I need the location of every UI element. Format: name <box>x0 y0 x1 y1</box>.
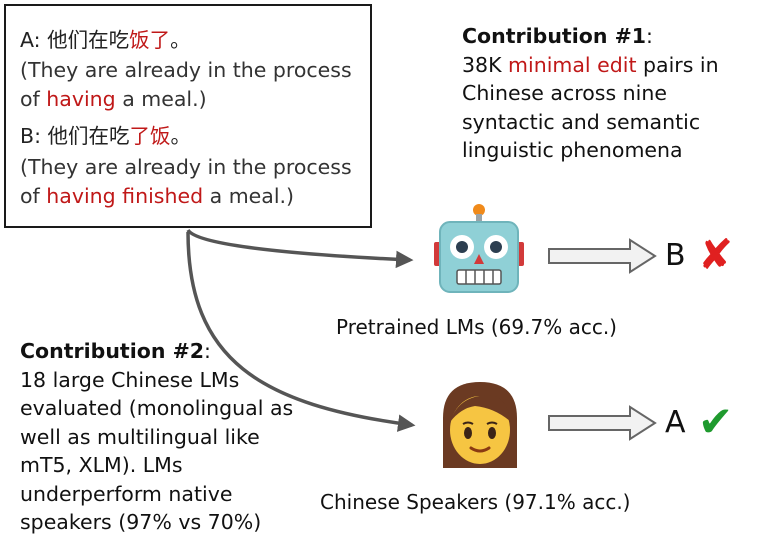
pretrained-caption: Pretrained LMs (69.7% acc.) <box>336 315 617 339</box>
arrow-to-speakers <box>186 231 416 432</box>
contribution-1-title: Contribution #1: <box>462 24 653 48</box>
contribution-2-line: speakers (97% vs 70%) <box>20 510 262 534</box>
woman-face-icon <box>443 382 517 468</box>
arrow-to-pretrained <box>186 228 414 269</box>
contribution-1-line1: 38K minimal edit pairs in <box>462 52 719 77</box>
robot-face-icon <box>434 204 524 293</box>
contribution-2-line: 18 large Chinese LMs <box>20 367 240 392</box>
contribution-2-title: Contribution #2: <box>20 339 211 363</box>
contribution-1: Contribution #1: 38K minimal edit pairs … <box>462 22 758 165</box>
contribution-2-line: well as multilingual like <box>20 424 260 449</box>
example-a-chinese: A: 他们在吃饭了。 <box>20 28 191 52</box>
speakers-answer: A <box>665 405 686 440</box>
contribution-2-line: mT5, XLM). LMs <box>20 453 183 477</box>
example-box: A: 他们在吃饭了。 (They are already in the proc… <box>4 4 372 228</box>
example-b-translation-line2: of having finished a meal.) <box>20 184 295 208</box>
output-arrow-pretrained <box>548 238 657 274</box>
example-a-translation-line1: (They are already in the process <box>20 58 352 82</box>
speakers-caption: Chinese Speakers (97.1% acc.) <box>320 490 631 514</box>
contribution-2: Contribution #2: 18 large Chinese LMs ev… <box>20 337 320 537</box>
contribution-1-line4: linguistic phenomena <box>462 138 683 162</box>
contribution-2-line: evaluated (monolingual as <box>20 396 294 420</box>
cross-icon: ✘ <box>698 230 734 279</box>
contribution-1-line2: Chinese across nine <box>462 81 667 105</box>
example-b-translation-line1: (They are already in the process <box>20 155 352 179</box>
example-a-translation-line2: of having a meal.) <box>20 87 207 111</box>
output-arrow-speakers <box>548 405 657 441</box>
example-b-chinese: B: 他们在吃了饭。 <box>20 124 191 148</box>
contribution-1-line3: syntactic and semantic <box>462 109 701 134</box>
contribution-2-line: underperform native <box>20 481 233 506</box>
check-icon: ✔ <box>698 397 734 446</box>
pretrained-answer: B <box>665 238 686 273</box>
